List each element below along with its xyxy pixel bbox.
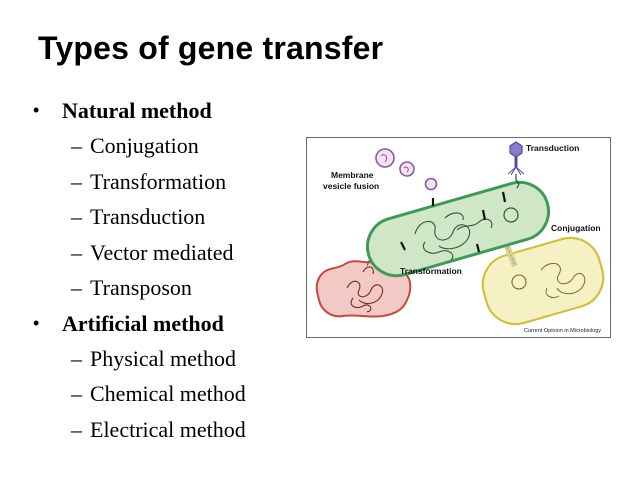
sub-bullet-dash: – (71, 345, 82, 371)
membrane-vesicle-icon (399, 161, 415, 177)
sub-bullet-chemical-method: – Chemical method (38, 376, 303, 412)
sub-bullet-transformation: – Transformation (38, 164, 303, 200)
gene-transfer-figure: Transduction Membrane vesicle fusion Con… (306, 137, 611, 338)
sub-bullet-label: Transduction (90, 204, 206, 229)
lysed-cell-dna (346, 266, 384, 313)
sub-bullet-vector-mediated: – Vector mediated (38, 235, 303, 271)
sub-bullet-label: Vector mediated (90, 239, 234, 265)
chromosomal-dna (414, 212, 493, 261)
sub-bullet-dash: – (71, 275, 82, 300)
recipient-plasmid (511, 274, 527, 290)
label-transformation: Transformation (400, 266, 462, 276)
bullet-list: • Natural method – Conjugation – Transfo… (33, 93, 303, 448)
recipient-cell-dna (540, 262, 586, 299)
membrane-vesicle-icon (424, 177, 438, 191)
bullet-label: Natural method (62, 98, 212, 123)
integration-dashes (400, 191, 507, 253)
bullet-label: Artificial method (62, 310, 224, 336)
sub-bullet-dash: – (71, 168, 82, 194)
sub-bullet-label: Transformation (90, 168, 227, 194)
label-transduction: Transduction (526, 143, 579, 153)
bullet-artificial-method: • Artificial method (33, 306, 303, 341)
donor-plasmid (503, 207, 519, 223)
sub-bullet-transposon: – Transposon (38, 270, 303, 306)
sub-bullet-label: Physical method (90, 345, 237, 371)
figure-credit: Current Opinion in Microbiology (524, 328, 601, 334)
sub-bullet-physical-method: – Physical method (38, 341, 303, 377)
sub-bullet-dash: – (71, 204, 82, 229)
gene-transfer-diagram: Transduction Membrane vesicle fusion Con… (315, 141, 605, 334)
sub-bullet-dash: – (71, 133, 82, 158)
sub-bullet-dash: – (71, 416, 82, 442)
slide-title: Types of gene transfer (38, 30, 384, 66)
sub-bullet-label: Transposon (90, 275, 192, 300)
sub-bullet-label: Electrical method (90, 416, 246, 442)
sub-bullet-conjugation: – Conjugation (38, 128, 303, 164)
label-vesicle-fusion: vesicle fusion (323, 181, 379, 191)
label-membrane: Membrane (331, 170, 374, 180)
bullet-natural-method: • Natural method (33, 93, 303, 128)
sub-bullet-label: Chemical method (90, 381, 246, 406)
sub-bullet-transduction: – Transduction (38, 199, 303, 235)
bacteriophage-icon (507, 141, 525, 176)
sub-bullet-dash: – (71, 381, 82, 406)
sub-bullet-dash: – (71, 239, 82, 265)
label-conjugation: Conjugation (551, 223, 601, 233)
sub-bullet-electrical-method: – Electrical method (38, 412, 303, 448)
sub-bullet-label: Conjugation (90, 133, 199, 158)
membrane-vesicle-icon (375, 148, 395, 168)
bullet-dot: • (33, 100, 40, 120)
injected-dna (515, 174, 520, 189)
bullet-dot: • (33, 312, 40, 333)
